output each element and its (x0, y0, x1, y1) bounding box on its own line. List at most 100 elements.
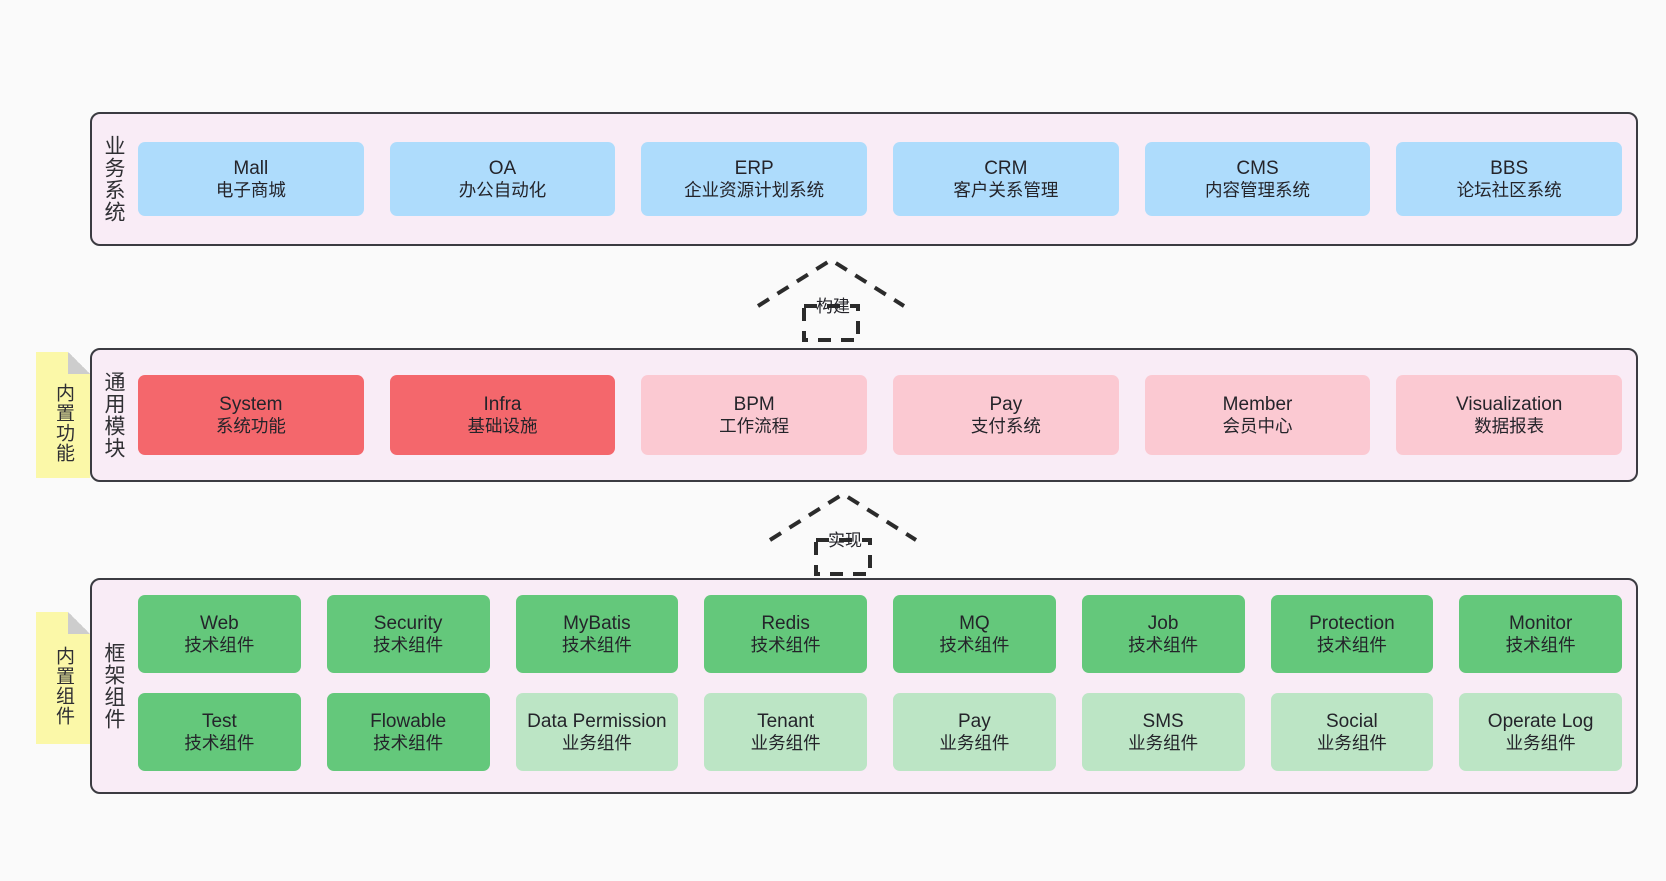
node-flowable[interactable]: Flowable 技术组件 (326, 693, 490, 771)
layer-label-business-system: 业务系统 (101, 135, 125, 223)
layer-body-common-module: System 系统功能 Infra 基础设施 BPM 工作流程 Pay 支付系统… (134, 350, 1636, 480)
node-infra[interactable]: Infra 基础设施 (389, 375, 616, 455)
node-subtitle: 技术组件 (373, 732, 444, 753)
node-pay-component[interactable]: Pay 业务组件 (893, 693, 1056, 771)
node-subtitle: 业务组件 (939, 732, 1010, 753)
node-title: Pay (989, 393, 1023, 415)
node-title: Protection (1309, 612, 1395, 634)
node-visualization[interactable]: Visualization 数据报表 (1396, 375, 1623, 455)
node-system[interactable]: System 系统功能 (138, 375, 364, 455)
node-subtitle: 技术组件 (1505, 634, 1576, 655)
node-title: Social (1326, 710, 1378, 732)
node-title: Member (1222, 393, 1293, 415)
node-title: Job (1147, 612, 1179, 634)
node-subtitle: 基础设施 (467, 415, 538, 436)
node-member[interactable]: Member 会员中心 (1144, 375, 1371, 455)
node-subtitle: 业务组件 (1128, 732, 1199, 753)
node-subtitle: 内容管理系统 (1205, 179, 1311, 200)
node-subtitle: 技术组件 (1316, 634, 1387, 655)
node-title: Pay (958, 710, 991, 732)
node-title: BPM (733, 393, 775, 415)
node-sms[interactable]: SMS 业务组件 (1081, 693, 1245, 771)
layer-body-framework-component: Web 技术组件 Security 技术组件 MyBatis 技术组件 Redi… (134, 580, 1636, 792)
node-title: BBS (1490, 157, 1529, 179)
node-subtitle: 工作流程 (719, 415, 790, 436)
node-subtitle: 系统功能 (215, 415, 286, 436)
layer-row: Web 技术组件 Security 技术组件 MyBatis 技术组件 Redi… (138, 595, 1622, 679)
connector-build: 构建 (756, 256, 906, 342)
layer-body-business-system: Mall 电子商城 OA 办公自动化 ERP 企业资源计划系统 CRM 客户关系… (134, 114, 1636, 244)
node-mq[interactable]: MQ 技术组件 (893, 595, 1056, 673)
node-job[interactable]: Job 技术组件 (1081, 595, 1245, 673)
sticky-note-builtin-components: 内置组件 (36, 612, 90, 744)
node-title: MQ (959, 612, 990, 634)
node-operate-log[interactable]: Operate Log 业务组件 (1459, 693, 1622, 771)
node-subtitle: 支付系统 (970, 415, 1041, 436)
node-subtitle: 业务组件 (750, 732, 821, 753)
node-subtitle: 客户关系管理 (953, 179, 1059, 200)
node-title: Test (201, 710, 237, 732)
node-data-permission[interactable]: Data Permission 业务组件 (515, 693, 679, 771)
node-redis[interactable]: Redis 技术组件 (704, 595, 867, 673)
node-oa[interactable]: OA 办公自动化 (389, 142, 616, 216)
node-monitor[interactable]: Monitor 技术组件 (1459, 595, 1622, 673)
sticky-note-builtin-features: 内置功能 (36, 352, 90, 478)
layer-label-framework-component: 框架组件 (101, 642, 125, 730)
node-web[interactable]: Web 技术组件 (138, 595, 301, 673)
node-subtitle: 业务组件 (1505, 732, 1576, 753)
dashed-generalization-arrow-icon (768, 491, 918, 576)
node-subtitle: 企业资源计划系统 (684, 179, 825, 200)
node-subtitle: 电子商城 (215, 179, 286, 200)
node-title: Tenant (757, 710, 815, 732)
node-subtitle: 技术组件 (750, 634, 821, 655)
node-security[interactable]: Security 技术组件 (326, 595, 490, 673)
node-title: Web (200, 612, 239, 634)
node-bbs[interactable]: BBS 论坛社区系统 (1396, 142, 1623, 216)
node-title: Operate Log (1487, 710, 1594, 732)
node-title: Visualization (1456, 393, 1563, 415)
node-tenant[interactable]: Tenant 业务组件 (704, 693, 867, 771)
node-subtitle: 技术组件 (184, 732, 255, 753)
connector-realize: 实现 (768, 490, 918, 576)
sticky-note-label: 内置功能 (53, 383, 75, 463)
node-subtitle: 技术组件 (561, 634, 632, 655)
node-title: Data Permission (527, 710, 667, 732)
node-mybatis[interactable]: MyBatis 技术组件 (515, 595, 679, 673)
node-cms[interactable]: CMS 内容管理系统 (1144, 142, 1371, 216)
node-title: OA (488, 157, 517, 179)
node-subtitle: 技术组件 (939, 634, 1010, 655)
layer-row: Test 技术组件 Flowable 技术组件 Data Permission … (138, 693, 1622, 777)
node-mall[interactable]: Mall 电子商城 (138, 142, 364, 216)
node-protection[interactable]: Protection 技术组件 (1270, 595, 1434, 673)
node-subtitle: 技术组件 (184, 634, 255, 655)
layer-row: Mall 电子商城 OA 办公自动化 ERP 企业资源计划系统 CRM 客户关系… (138, 114, 1623, 244)
node-test[interactable]: Test 技术组件 (138, 693, 301, 771)
connector-label-build: 构建 (816, 297, 850, 316)
node-title: Infra (483, 393, 522, 415)
layer-row: System 系统功能 Infra 基础设施 BPM 工作流程 Pay 支付系统… (138, 350, 1623, 480)
sticky-note-label: 内置组件 (53, 646, 75, 726)
node-pay-module[interactable]: Pay 支付系统 (893, 375, 1119, 455)
node-title: ERP (734, 157, 774, 179)
layer-common-module: 通用模块 System 系统功能 Infra 基础设施 BPM 工作流程 Pay… (90, 348, 1638, 482)
node-title: CRM (984, 157, 1028, 179)
node-crm[interactable]: CRM 客户关系管理 (893, 142, 1119, 216)
node-social[interactable]: Social 业务组件 (1270, 693, 1434, 771)
node-title: SMS (1142, 710, 1184, 732)
node-title: MyBatis (563, 612, 631, 634)
node-title: Mall (233, 157, 269, 179)
node-bpm[interactable]: BPM 工作流程 (641, 375, 868, 455)
node-subtitle: 业务组件 (561, 732, 632, 753)
layer-framework-component: 框架组件 Web 技术组件 Security 技术组件 MyBatis 技术组件… (90, 578, 1638, 794)
node-title: Flowable (370, 710, 447, 732)
node-erp[interactable]: ERP 企业资源计划系统 (641, 142, 868, 216)
connector-label-realize: 实现 (828, 531, 862, 550)
node-subtitle: 业务组件 (1316, 732, 1387, 753)
dashed-generalization-arrow-icon (756, 257, 906, 342)
layer-label-common-module: 通用模块 (101, 371, 125, 459)
node-title: Monitor (1508, 612, 1573, 634)
node-subtitle: 技术组件 (373, 634, 444, 655)
node-subtitle: 论坛社区系统 (1456, 179, 1562, 200)
node-subtitle: 技术组件 (1128, 634, 1199, 655)
